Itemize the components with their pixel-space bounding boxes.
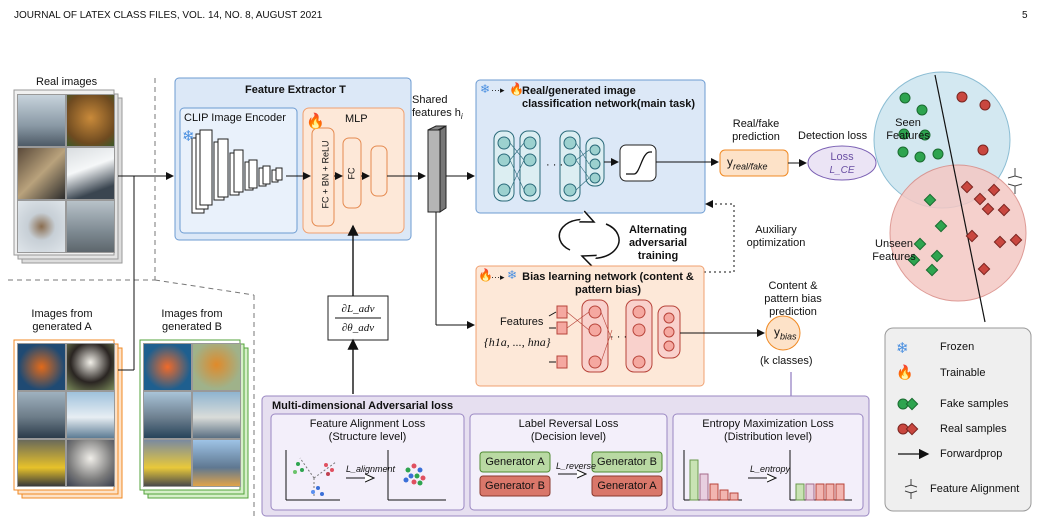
legend-alignment: Feature Alignment (930, 483, 1020, 495)
mlp-label: MLP (345, 113, 368, 125)
loss-ce-label: L_CE (829, 165, 855, 176)
legend-real: Real samples (940, 423, 1007, 435)
frozen-icon: ❄ (480, 82, 491, 96)
gen-b-taxis (143, 439, 192, 487)
y-bias: ybias (774, 325, 797, 342)
gen-b-box: Generator B (485, 480, 545, 492)
legend-frozen: Frozen (940, 341, 975, 353)
main-task-title: Real/generated image classification netw… (522, 85, 695, 110)
generated-a-label: Images from generated A (31, 308, 93, 333)
gen-b-carrier (143, 391, 192, 439)
trainable-icon: 🔥 (478, 268, 493, 282)
real-fake-prediction-label: Real/fake prediction (732, 118, 780, 143)
fc-bn-relu-label: FC + BN + ReLU (320, 140, 331, 209)
frozen-icon: ❄ (182, 128, 195, 145)
y-real-fake: yreal/fake (727, 155, 768, 172)
unseen-feature-circle (889, 164, 1027, 302)
em-symbol: L_entropy (750, 464, 791, 474)
gen-a-sailboat (66, 391, 115, 439)
real-image-dog (66, 94, 115, 147)
fc-label: FC (346, 167, 357, 180)
journal-header: JOURNAL OF LATEX CLASS FILES, VOL. 14, N… (14, 10, 323, 21)
k-classes-label: (k classes) (760, 355, 813, 367)
real-image-train (66, 147, 115, 200)
legend-forward: Forwardprop (940, 448, 1003, 460)
gen-a-explosion (66, 439, 115, 487)
gen-b-sailboat (192, 391, 241, 439)
seen-features-label: Seen Features (886, 117, 930, 142)
gen-a-dog (66, 343, 115, 391)
real-image-ship (17, 94, 66, 147)
adv-loss-title: Multi-dimensional Adversarial loss (272, 400, 454, 412)
bias-features-label: Features (500, 316, 544, 328)
gen-a-fish (17, 343, 66, 391)
page-number: 5 (1022, 10, 1028, 21)
detection-loss-label: Detection loss (798, 130, 868, 142)
legend-fake: Fake samples (940, 398, 1009, 410)
loss-label: Loss (830, 151, 854, 163)
feature-extractor-title: Feature Extractor T (245, 84, 346, 96)
frozen-icon: ❄ (507, 268, 518, 282)
grad-denominator: ∂θ_adv (341, 322, 375, 334)
fa-level: (Structure level) (328, 431, 407, 443)
unseen-features-label: Unseen Features (872, 238, 916, 263)
legend-box (884, 327, 1032, 512)
fa-title: Feature Alignment Loss (309, 418, 426, 430)
trainable-icon: 🔥 (306, 113, 325, 130)
svg-text:· · ·: · · · (610, 331, 627, 343)
generated-b-label: Images from generated B (161, 308, 223, 333)
dots-arrow-icon: ···▸ (491, 272, 505, 282)
lr-title: Label Reversal Loss (518, 418, 619, 430)
real-image-interior (17, 147, 66, 200)
lr-symbol: L_reverse (556, 461, 597, 471)
svg-text:· · ·: · · · (546, 159, 563, 171)
gen-b-dog (192, 343, 241, 391)
alternating-label: Alternating adversarial training (628, 224, 688, 262)
gen-b-box: Generator B (597, 456, 657, 468)
gen-a-box: Generator A (597, 480, 657, 492)
gen-a-box: Generator A (485, 456, 545, 468)
trainable-icon: 🔥 (896, 364, 914, 380)
trainable-icon: 🔥 (509, 82, 524, 96)
gen-b-mountain (192, 439, 241, 487)
clip-label: CLIP Image Encoder (184, 112, 286, 124)
gen-a-taxis (17, 439, 66, 487)
frozen-icon: ❄ (896, 340, 909, 357)
em-title: Entropy Maximization Loss (702, 418, 834, 430)
em-level: (Distribution level) (723, 431, 813, 443)
lr-level: (Decision level) (530, 431, 607, 443)
shared-features-label: Shared features hi (412, 94, 463, 122)
real-image-bird (17, 200, 66, 253)
bias-prediction-label: Content & pattern bias prediction (764, 280, 822, 318)
dots-arrow-icon: ···▸ (491, 85, 505, 95)
real-images-label: Real images (36, 76, 98, 88)
grad-numerator: ∂L_adv (341, 303, 375, 315)
bias-title: Bias learning network (content & pattern… (522, 271, 694, 296)
gen-a-carrier (17, 391, 66, 439)
bias-features-set: {h1a, ..., hna} (484, 335, 551, 349)
gen-b-fish (143, 343, 192, 391)
fa-symbol: L_alignment (346, 464, 396, 474)
real-image-jet (66, 200, 115, 253)
legend-trainable: Trainable (940, 367, 986, 379)
auxiliary-label: Auxiliary optimization (746, 224, 806, 249)
